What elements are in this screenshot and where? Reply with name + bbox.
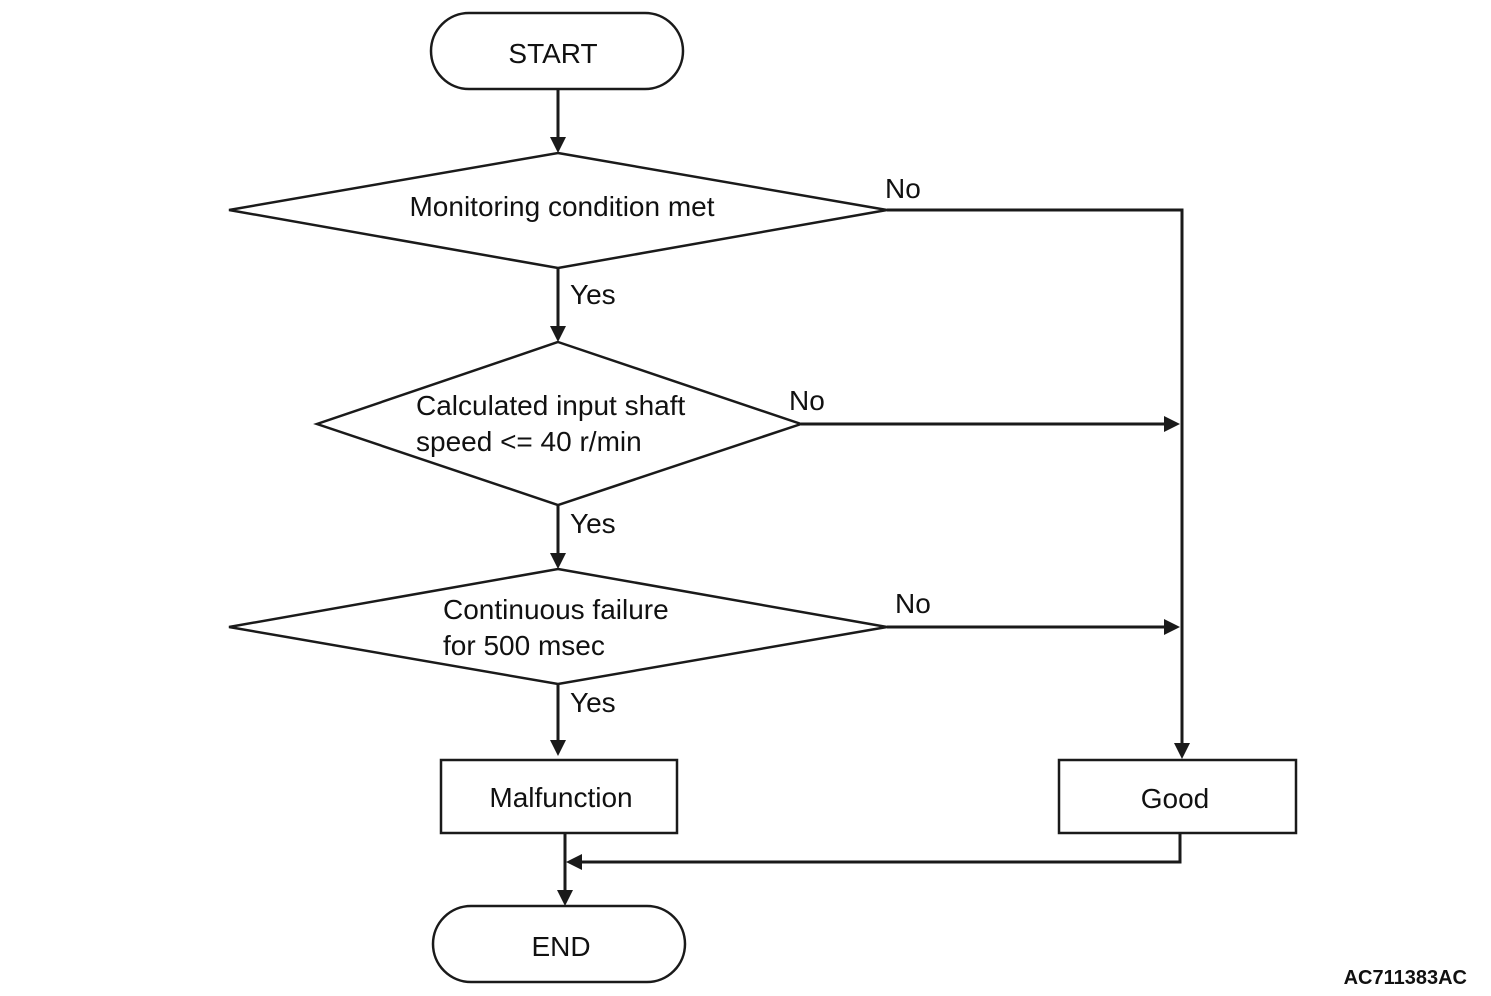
decision3-label-line1: Continuous failure — [443, 594, 669, 625]
connector-decision2-yes: Yes — [550, 505, 616, 569]
connector-good-to-end — [566, 833, 1182, 870]
arrowhead — [557, 890, 573, 906]
decision1-label: Monitoring condition met — [409, 191, 714, 222]
decision3-no-label: No — [895, 588, 931, 619]
decision-monitoring-condition: Monitoring condition met — [228, 151, 888, 270]
end-terminal: END — [431, 904, 687, 984]
arrowhead — [550, 553, 566, 569]
decision1-yes-label: Yes — [570, 279, 616, 310]
arrowhead — [550, 740, 566, 756]
decision3-shape — [228, 567, 888, 686]
connector-decision1-yes: Yes — [550, 268, 616, 342]
decision2-shape — [313, 340, 805, 507]
connector-decision1-no: No — [885, 173, 1190, 759]
good-label: Good — [1141, 783, 1210, 814]
connector-malfunction-to-end — [557, 833, 573, 906]
arrowhead — [1174, 743, 1190, 759]
decision3-label-line2: for 500 msec — [443, 630, 605, 661]
figure-code: AC711383AC — [1344, 967, 1467, 989]
decision1-no-label: No — [885, 173, 921, 204]
arrowhead — [566, 854, 582, 870]
decision2-label-line2: speed <= 40 r/min — [416, 426, 642, 457]
start-label: START — [508, 38, 597, 69]
arrowhead — [550, 326, 566, 342]
decision-input-shaft-speed: Calculated input shaft speed <= 40 r/min — [313, 340, 805, 507]
malfunction-shape — [439, 758, 679, 835]
decision-continuous-failure: Continuous failure for 500 msec — [228, 567, 888, 686]
connector-decision2-no: No — [789, 385, 1180, 432]
end-shape — [431, 904, 687, 984]
end-label: END — [531, 931, 590, 962]
connector-decision3-no: No — [887, 588, 1180, 635]
malfunction-box: Malfunction — [439, 758, 679, 835]
decision2-label-line1: Calculated input shaft — [416, 390, 686, 421]
good-box: Good — [1057, 758, 1298, 835]
start-terminal: START — [429, 11, 685, 91]
arrowhead — [550, 137, 566, 153]
decision3-yes-label: Yes — [570, 687, 616, 718]
decision2-yes-label: Yes — [570, 508, 616, 539]
connector-start-to-decision1 — [550, 89, 566, 153]
good-shape — [1057, 758, 1298, 835]
connector-decision3-yes: Yes — [550, 684, 616, 756]
decision2-no-label: No — [789, 385, 825, 416]
malfunction-label: Malfunction — [489, 782, 632, 813]
arrowhead — [1164, 416, 1180, 432]
arrowhead — [1164, 619, 1180, 635]
